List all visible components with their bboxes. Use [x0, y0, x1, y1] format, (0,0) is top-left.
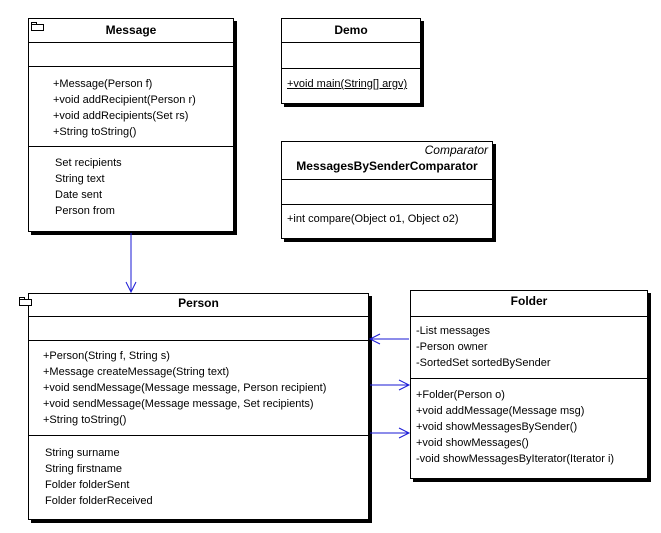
arrow-person-to-folder-2 [370, 427, 411, 439]
attribute: -Person owner [416, 341, 488, 353]
class-name: Demo [334, 23, 368, 37]
divider [282, 42, 420, 43]
class-person[interactable]: Person +Person(String f, String s) +Mess… [19, 293, 369, 520]
arrow-person-to-folder-1 [370, 379, 411, 391]
operation: +Message createMessage(String text) [43, 366, 230, 378]
operation: +int compare(Object o1, Object o2) [287, 213, 459, 225]
divider [411, 316, 647, 317]
operation: +void addMessage(Message msg) [416, 405, 585, 417]
operation: +void sendMessage(Message message, Set r… [43, 398, 314, 410]
divider [282, 204, 492, 205]
divider [29, 340, 368, 341]
operation: +String toString() [53, 126, 137, 138]
class-name: Folder [510, 294, 548, 308]
attribute: String surname [45, 447, 120, 459]
class-folder[interactable]: Folder -List messages -Person owner -Sor… [410, 290, 648, 479]
attribute: -List messages [416, 325, 490, 337]
divider [29, 66, 233, 67]
class-name: Message [105, 23, 157, 37]
operation: +void sendMessage(Message message, Perso… [43, 382, 327, 394]
class-messages-by-sender-comparator[interactable]: Comparator MessagesBySenderComparator +i… [281, 141, 493, 239]
attribute: Folder folderReceived [45, 495, 153, 507]
operation: -void showMessagesByIterator(Iterator i) [416, 453, 615, 465]
stereotype-label: Comparator [424, 143, 488, 157]
package-icon [19, 297, 32, 306]
operation: +Folder(Person o) [416, 389, 505, 401]
divider [411, 378, 647, 379]
operation: +void main(String[] argv) [287, 78, 408, 90]
operation: +void addRecipients(Set rs) [53, 110, 189, 122]
attribute: Folder folderSent [45, 479, 130, 491]
operation: +void showMessagesBySender() [416, 421, 578, 433]
operation: +String toString() [43, 414, 127, 426]
attribute: Set recipients [55, 157, 122, 169]
divider [29, 435, 368, 436]
class-demo[interactable]: Demo +void main(String[] argv) [281, 18, 421, 104]
attribute: String text [55, 173, 105, 185]
operation: +void addRecipient(Person r) [53, 94, 196, 106]
arrow-folder-to-person [368, 333, 409, 345]
package-icon [31, 22, 44, 31]
attribute: Person from [55, 205, 115, 217]
operation: +void showMessages() [416, 437, 529, 449]
operation: +Message(Person f) [53, 78, 153, 90]
divider [29, 42, 233, 43]
class-name: Person [178, 296, 219, 310]
divider [29, 146, 233, 147]
attribute: -SortedSet sortedBySender [416, 357, 551, 369]
divider [282, 179, 492, 180]
divider [29, 316, 368, 317]
class-name: MessagesBySenderComparator [296, 159, 478, 173]
attribute: String firstname [45, 463, 123, 475]
attribute: Date sent [55, 189, 103, 201]
operation: +Person(String f, String s) [43, 350, 170, 362]
divider [282, 68, 420, 69]
class-message[interactable]: Message +Message(Person f) +void addReci… [28, 18, 234, 232]
arrow-message-to-person [125, 233, 137, 294]
